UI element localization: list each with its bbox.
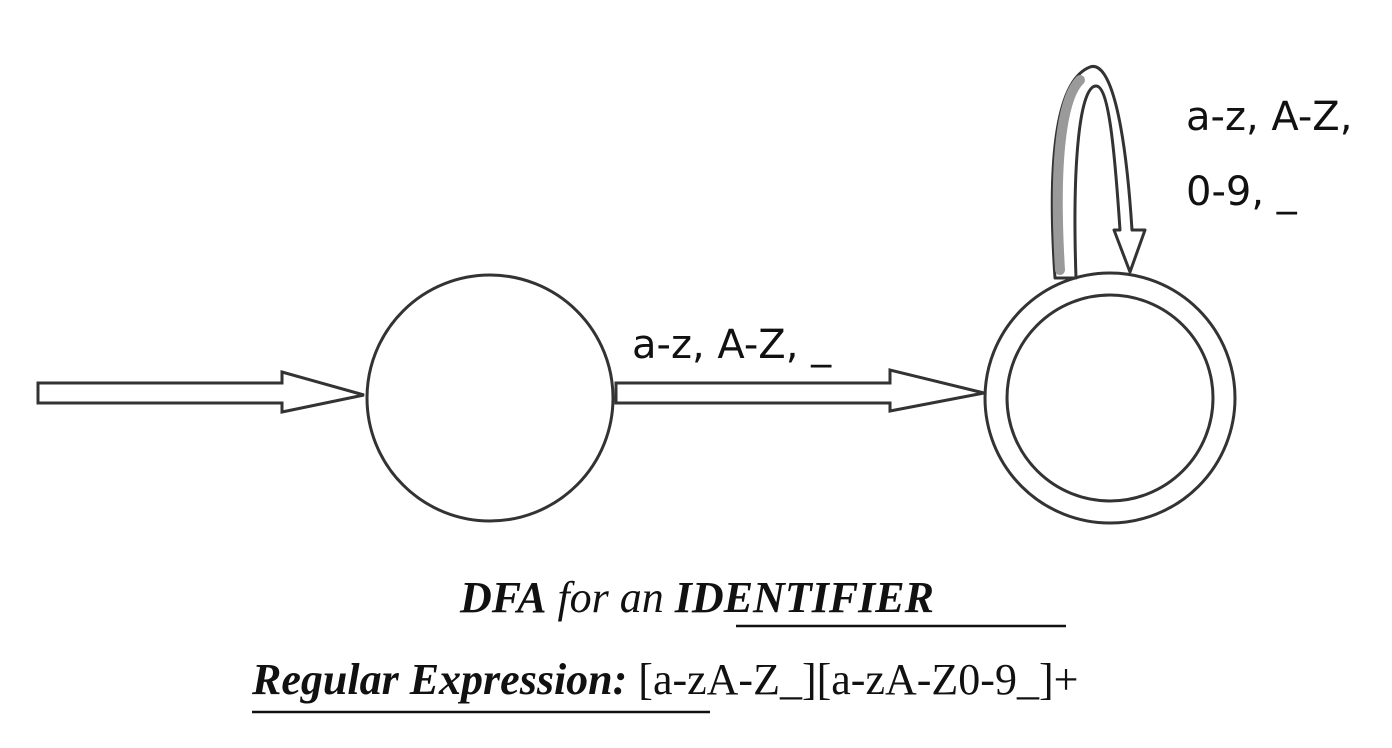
accept-state [983,271,1237,525]
caption-regex-label: Regular Expression: [251,655,627,704]
start-arrow [36,370,365,414]
caption-regex: Regular Expression: [a-zA-Z_][a-zA-Z0-9_… [251,655,1078,704]
caption-title-middle: for an [546,573,674,622]
caption-title: DFA for an IDENTIFIER [459,573,934,622]
start-to-accept-label: a-z, A-Z, _ [632,322,832,368]
caption-title-prefix: DFA [459,573,546,622]
self-loop-arrow [1050,65,1147,280]
start-state [365,273,615,523]
transition-arrow-start-to-accept [614,368,985,413]
self-loop-label-line1: a-z, A-Z, [1186,94,1352,140]
caption-title-emphasis: IDENTIFIER [674,573,934,622]
caption-regex-value: [a-zA-Z_][a-zA-Z0-9_]+ [627,655,1078,704]
self-loop-label-line2: 0-9, _ [1186,169,1298,215]
